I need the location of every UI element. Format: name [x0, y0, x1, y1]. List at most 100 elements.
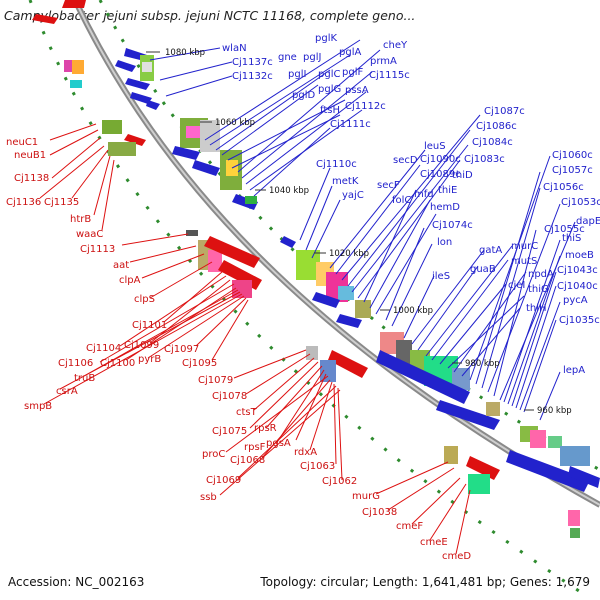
gene-label: Cj1135: [44, 197, 79, 208]
gene-label: ileS: [432, 271, 450, 282]
gene-label: yajC: [342, 190, 364, 201]
gene-label: hemD: [430, 202, 460, 213]
gene-label: Cj1086c: [476, 121, 517, 132]
gene-label: secD: [393, 155, 418, 166]
gene-label: Cj1087c: [484, 106, 525, 117]
gene-label: Cj1090c: [420, 154, 461, 165]
reverse-label-leaders: [39, 123, 471, 555]
gene-label: cheY: [383, 40, 408, 51]
forward-strand-genes: [115, 48, 600, 492]
map-title: Campylobacter jejuni subsp. jejuni NCTC …: [4, 8, 416, 23]
backbone-highlight: [74, 0, 600, 506]
gene-label: ctsT: [236, 407, 258, 418]
gene-label: pglG: [318, 84, 341, 95]
tick-label: 1040 kbp: [269, 186, 309, 196]
gene-label: Cj1132c: [232, 71, 273, 82]
gene-label: ssb: [200, 492, 217, 503]
gene-label: wlaN: [222, 43, 247, 54]
gene-label: pglC: [318, 69, 340, 80]
gene-label: pglD: [292, 90, 315, 101]
gene-label: clpS: [134, 294, 155, 305]
gene-label: Cj1111c: [330, 119, 371, 130]
gene-label: thiH: [526, 303, 547, 314]
gene-label: dapE: [576, 216, 600, 227]
accession-label: Accession: NC_002163: [8, 575, 145, 589]
gene-label: pgsA: [266, 438, 291, 449]
gene-label: Cj1040c: [557, 281, 598, 292]
gene-label: htrB: [70, 214, 91, 225]
gene-label: csrA: [56, 386, 78, 397]
gene-label: Cj1055c: [544, 224, 585, 235]
gene-label: Cj1106: [58, 358, 93, 369]
gene-label: Cj1057c: [552, 165, 593, 176]
gene-label: pycA: [563, 295, 588, 306]
gene-label: Cj1115c: [369, 70, 410, 81]
gene-label: folC: [392, 195, 411, 206]
gene-label: rpsR: [254, 423, 277, 434]
gene-label: pssA: [345, 85, 369, 96]
gene-label: Cj1138: [14, 173, 49, 184]
gene-label: npdA: [528, 269, 554, 280]
gene-label: cmeF: [396, 521, 423, 532]
gene-label: thiE: [438, 185, 457, 196]
gene-label: murG: [352, 491, 380, 502]
gene-label: cmeD: [442, 551, 471, 562]
gene-label: Cj1056c: [543, 182, 584, 193]
gene-label: murC: [511, 241, 538, 252]
gene-label: pglJ: [303, 52, 321, 63]
tick-label: 1080 kbp: [165, 48, 205, 58]
gene-label: Cj1060c: [552, 150, 593, 161]
tick-label: 980 kbp: [465, 359, 500, 369]
gene-label: Cj1104: [86, 343, 121, 354]
gene-label: Cj1043c: [557, 265, 598, 276]
gene-label: cmeE: [420, 537, 448, 548]
gene-label: pyrB: [138, 354, 161, 365]
gene-label: Cj1084c: [472, 137, 513, 148]
gene-label: Cj1095: [182, 358, 217, 369]
reverse-gene-labels: neuC1 neuB1 Cj1138 Cj1136 Cj1135 htrB wa…: [6, 137, 471, 562]
gene-label: thiD: [452, 170, 473, 181]
forward-gene-labels: wlaN Cj1137c gne Cj1132c pglK pglJ pglI …: [222, 33, 600, 376]
gene-label: thiS: [562, 233, 581, 244]
gene-label: Cj1136: [6, 197, 41, 208]
gene-label: Cj1053c: [561, 197, 600, 208]
gene-label: Cj1068: [230, 455, 265, 466]
gene-label: moeB: [565, 250, 594, 261]
gene-label: clpA: [119, 275, 141, 286]
gene-label: secF: [377, 180, 400, 191]
gene-label: Cj1074c: [432, 220, 473, 231]
gene-label: Cj1083c: [464, 154, 505, 165]
gene-label: Cj1112c: [345, 101, 386, 112]
gene-label: Cj1038: [362, 507, 397, 518]
tick-label: 960 kbp: [537, 406, 572, 416]
gene-label: gne: [278, 52, 297, 63]
gene-label: Cj1035c: [559, 315, 600, 326]
gene-label: Cj1078: [212, 391, 247, 402]
kbp-ticks: 1080 kbp 1060 kbp 1040 kbp 1020 kbp 1000…: [146, 48, 572, 416]
gene-label: metK: [332, 176, 359, 187]
gene-label: thiG: [528, 284, 549, 295]
gene-label: Cj1079: [198, 375, 233, 386]
gene-label: Cj1075: [212, 426, 247, 437]
gene-label: Cj1101: [132, 320, 167, 331]
tick-label: 1060 kbp: [215, 118, 255, 128]
tick-label: 1020 kbp: [329, 249, 369, 259]
gene-label: neuB1: [14, 150, 46, 161]
gene-label: Cj1069: [206, 475, 241, 486]
gene-label: smpB: [24, 401, 52, 412]
tick-label: 1000 kbp: [393, 306, 433, 316]
gene-label: truB: [74, 373, 95, 384]
gene-label: mfd: [414, 189, 434, 200]
gene-label: rpsF: [244, 442, 266, 453]
gene-label: Cj1063: [300, 461, 335, 472]
gene-label: pglF: [342, 67, 363, 78]
gene-label: proC: [202, 449, 225, 460]
gene-label: guaB: [470, 264, 496, 275]
gene-label: aat: [113, 260, 129, 271]
forward-label-leaders: [149, 39, 576, 421]
gene-label: mutS: [511, 256, 537, 267]
gene-label: Cj1089c: [420, 169, 461, 180]
gene-label: leuS: [424, 141, 446, 152]
